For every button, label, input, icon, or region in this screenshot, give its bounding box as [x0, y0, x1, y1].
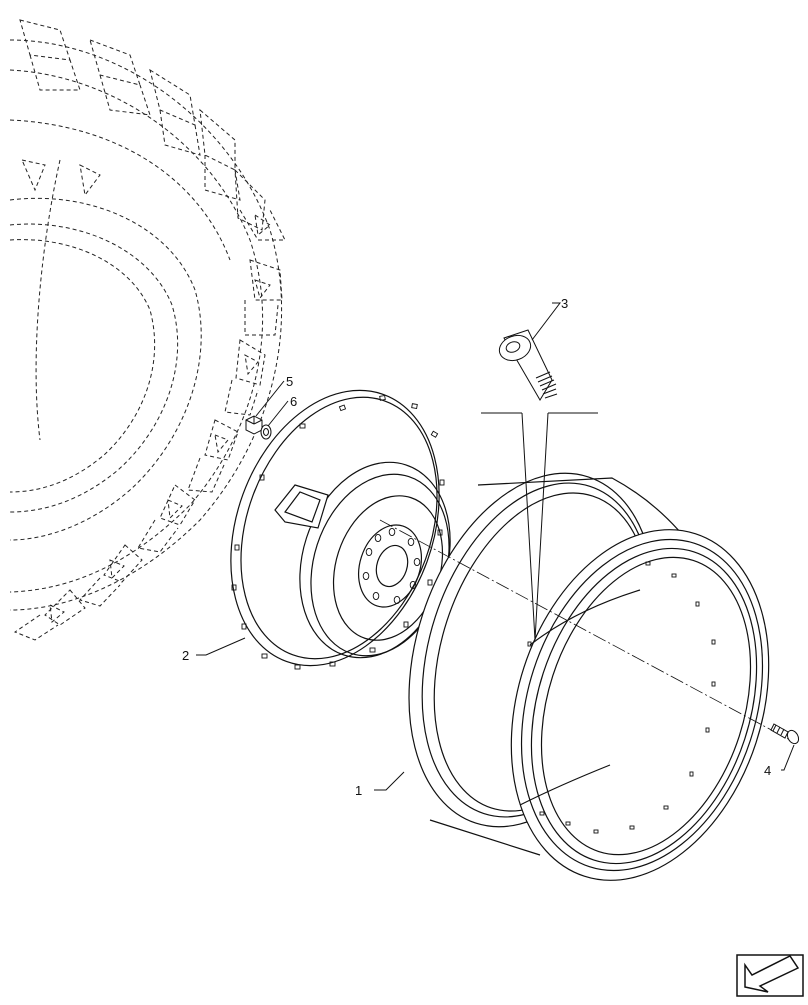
valve-insertion-indicator [481, 412, 598, 641]
valve-stem-part-3 [498, 329, 558, 401]
screw-part-4 [770, 723, 800, 745]
next-page-arrow-icon[interactable] [736, 954, 804, 997]
callout-6: 6 [290, 394, 297, 409]
tire-phantom [9, 19, 286, 641]
callout-5: 5 [286, 374, 293, 389]
callout-3: 3 [561, 296, 568, 311]
callout-2: 2 [182, 648, 189, 663]
axis-centerline [379, 519, 791, 741]
leader-lines [196, 302, 795, 791]
rim-part-1 [408, 472, 770, 881]
callout-1: 1 [355, 783, 362, 798]
washer-part-6 [260, 424, 272, 440]
nut-part-5 [245, 415, 263, 435]
callout-4: 4 [764, 763, 771, 778]
